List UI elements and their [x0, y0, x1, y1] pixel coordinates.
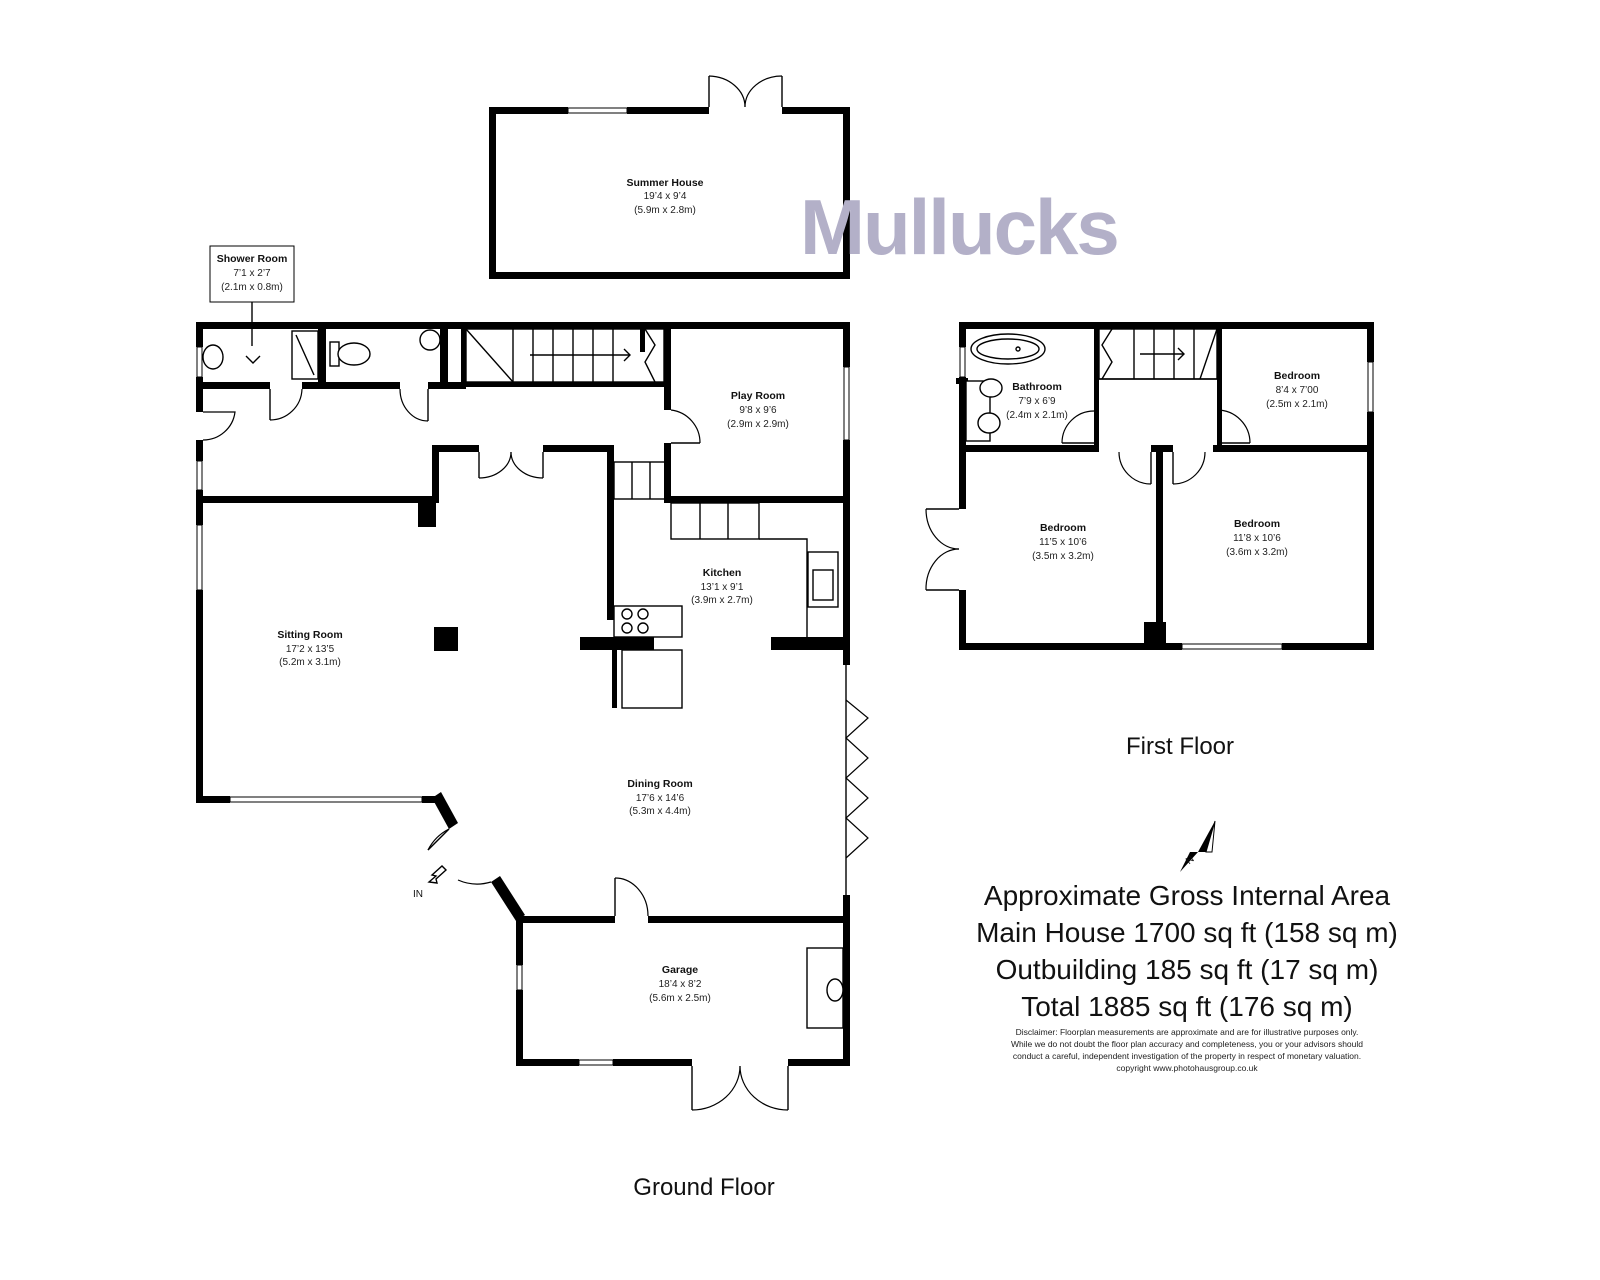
entrance-arrow-icon [427, 865, 448, 884]
summer-house-name: Summer House [626, 177, 703, 189]
dining-room-name: Dining Room [627, 778, 692, 790]
shower-room-metric: (2.1m x 0.8m) [221, 282, 283, 293]
garage-sink [806, 947, 844, 1029]
kitchen-imperial: 13’1 x 9’1 [701, 582, 744, 593]
kitchen-name: Kitchen [703, 567, 742, 579]
sitting-room-name: Sitting Room [277, 629, 342, 641]
sitting-room-imperial: 17’2 x 13’5 [286, 644, 335, 655]
disclaimer-line-2: While we do not doubt the floor plan acc… [1011, 1039, 1363, 1049]
bedroom-right-metric: (3.6m x 3.2m) [1226, 547, 1288, 558]
bedroom-right-name: Bedroom [1234, 518, 1280, 530]
brand-watermark: Mullucks [800, 183, 1118, 271]
shower-room-imperial: 7’1 x 2’7 [233, 268, 271, 279]
first-floor-label: First Floor [1126, 733, 1234, 760]
dining-room-imperial: 17’6 x 14’6 [636, 793, 685, 804]
first-floor-walls [956, 322, 1374, 650]
play-room-name: Play Room [731, 390, 785, 402]
bathroom-name: Bathroom [1012, 381, 1062, 393]
bedroom-small-imperial: 8’4 x 7’00 [1276, 385, 1319, 396]
shower-room-name: Shower Room [217, 253, 288, 265]
bathroom-metric: (2.4m x 2.1m) [1006, 410, 1068, 421]
shower-room-fixtures [202, 329, 441, 380]
sitting-room-metric: (5.2m x 3.1m) [279, 657, 341, 668]
kitchen-metric: (3.9m x 2.7m) [691, 595, 753, 606]
dining-room-metric: (5.3m x 4.4m) [629, 806, 691, 817]
garage-name: Garage [662, 964, 698, 976]
bedroom-left-imperial: 11’5 x 10’6 [1039, 537, 1087, 548]
bedroom-left-name: Bedroom [1040, 522, 1086, 534]
summer-house-imperial: 19’4 x 9’4 [644, 191, 687, 202]
bedroom-small-metric: (2.5m x 2.1m) [1266, 399, 1328, 410]
disclaimer-line-4: copyright www.photohausgroup.co.uk [1116, 1063, 1258, 1073]
bedroom-right-imperial: 11’8 x 10’6 [1233, 533, 1281, 544]
summer-house-metric: (5.9m x 2.8m) [634, 205, 696, 216]
area-total: Total 1885 sq ft (176 sq m) [1021, 991, 1353, 1022]
area-main-house: Main House 1700 sq ft (158 sq m) [976, 917, 1398, 948]
bedroom-small-name: Bedroom [1274, 370, 1320, 382]
area-outbuilding: Outbuilding 185 sq ft (17 sq m) [996, 954, 1379, 985]
bedroom-left-metric: (3.5m x 3.2m) [1032, 551, 1094, 562]
first-floor-details [925, 328, 1251, 591]
play-room-imperial: 9’8 x 9’6 [739, 405, 777, 416]
garage-metric: (5.6m x 2.5m) [649, 993, 711, 1004]
ground-floor-walls [196, 322, 850, 1111]
play-room-metric: (2.9m x 2.9m) [727, 419, 789, 430]
compass-icon: N [1180, 820, 1216, 872]
disclaimer-line-3: conduct a careful, independent investiga… [1013, 1051, 1361, 1061]
area-heading: Approximate Gross Internal Area [984, 880, 1391, 911]
ground-floor-details [202, 328, 869, 1029]
garage-imperial: 18’4 x 8’2 [659, 979, 702, 990]
disclaimer-line-1: Disclaimer: Floorplan measurements are a… [1016, 1027, 1359, 1037]
shower-room-callout [209, 245, 295, 303]
ground-floor-label: Ground Floor [633, 1174, 774, 1201]
staircase-ground [465, 328, 808, 637]
summer-house [489, 75, 850, 279]
bathroom-imperial: 7’9 x 6’9 [1018, 396, 1056, 407]
kitchen-fixtures [613, 551, 839, 709]
entrance-label: IN [413, 889, 423, 900]
